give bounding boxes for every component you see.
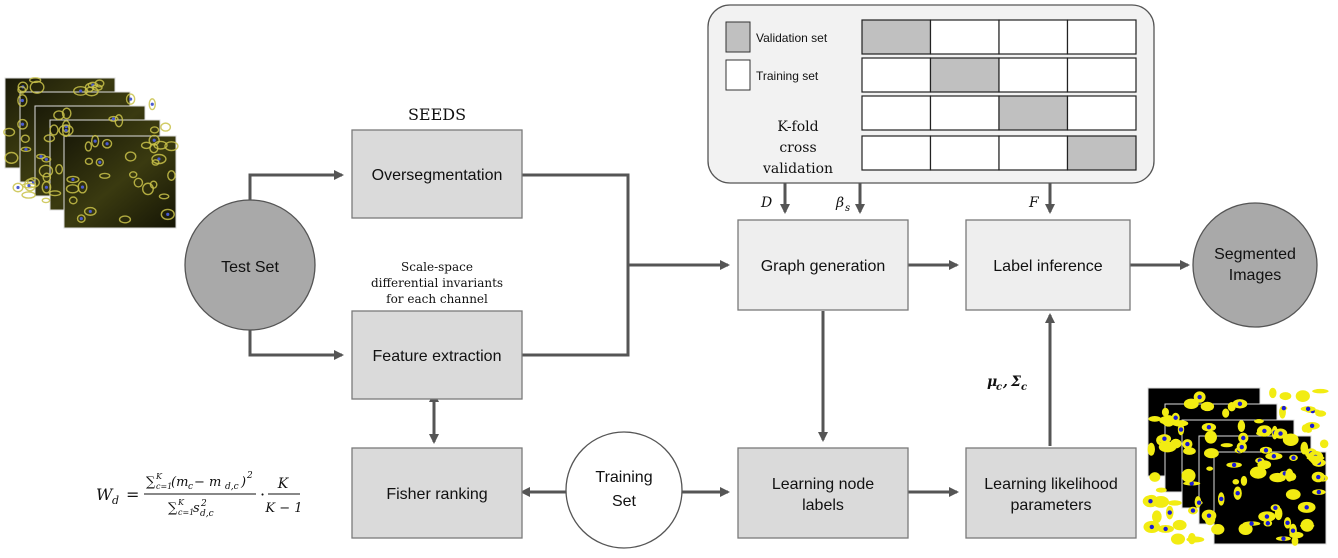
fold-cell-training	[861, 57, 932, 93]
svg-text:s: s	[193, 501, 200, 516]
svg-text:·: ·	[260, 485, 265, 504]
connectors	[248, 170, 1190, 497]
learning-node-labels-box: Learning node labels	[737, 447, 909, 539]
oversegmentation-label: Oversegmentation	[372, 167, 503, 184]
svg-text:c=1: c=1	[156, 482, 172, 491]
svg-text:=: =	[126, 485, 139, 504]
svg-text:(m: (m	[171, 475, 188, 490]
svg-text:s: s	[845, 203, 850, 214]
legend-training-label: Training set	[756, 69, 819, 83]
fold-cell-validation	[1066, 135, 1137, 171]
segmented-image-stack	[1142, 387, 1329, 546]
graph-generation-label: Graph generation	[761, 258, 886, 275]
scale-space-annotation-line2: differential invariants	[371, 276, 503, 290]
scale-space-annotation-line1: Scale-space	[401, 260, 473, 274]
fold-cell-training	[929, 135, 1000, 171]
svg-text:c: c	[996, 382, 1002, 393]
learning-likelihood-box: Learning likelihood parameters	[965, 447, 1137, 539]
svg-text:d,c: d,c	[200, 509, 214, 519]
edge-label-D: D	[760, 195, 772, 211]
svg-text:c: c	[1021, 382, 1027, 393]
edge-label-mu-sigma: μ c , Σ c	[987, 374, 1027, 393]
graph-generation-box: Graph generation	[737, 219, 909, 311]
input-image-stack	[3, 77, 179, 229]
fold-cell-training	[861, 135, 932, 171]
svg-text:K − 1: K − 1	[264, 501, 302, 516]
svg-text:d,c: d,c	[225, 482, 239, 492]
fisher-ranking-box: Fisher ranking	[351, 447, 523, 539]
svg-text:2: 2	[246, 471, 253, 481]
svg-text:∑: ∑	[146, 475, 156, 490]
legend-validation-swatch	[725, 21, 751, 53]
fold-cell-training	[1066, 19, 1137, 55]
fold-cell-training	[861, 95, 932, 131]
svg-text:K: K	[155, 472, 163, 481]
fold-cell-validation	[929, 57, 1000, 93]
test-set-node: Test Set	[184, 199, 316, 331]
svg-text:W: W	[96, 485, 114, 504]
svg-text:2: 2	[200, 499, 207, 509]
seeds-annotation: SEEDS	[408, 105, 466, 124]
fold-cell-training	[929, 19, 1000, 55]
feature-extraction-label: Feature extraction	[373, 348, 502, 365]
edge-label-beta: β s	[835, 195, 850, 214]
fold-cell-training	[1066, 95, 1137, 131]
kfold-title-line3: validation	[762, 161, 833, 177]
learning-node-labels-line1: Learning node	[772, 476, 874, 493]
fisher-formula: W d = ∑ c=1 K (m c − m d,c ) 2 ∑ c=1 K s…	[96, 471, 303, 519]
svg-text:K: K	[177, 498, 185, 507]
kfold-title-line1: K-fold	[777, 119, 818, 135]
segmented-images-node: Segmented Images	[1192, 202, 1318, 328]
fold-cell-training	[998, 57, 1069, 93]
svg-text:− m: − m	[194, 475, 221, 490]
fold-cell-training	[998, 19, 1069, 55]
fold-cell-training	[929, 95, 1000, 131]
legend-validation-label: Validation set	[756, 31, 828, 45]
kfold-panel: Validation set Training set K-fold cross…	[707, 4, 1155, 184]
svg-text:K: K	[277, 476, 290, 492]
svg-text:c: c	[188, 482, 193, 492]
fold-cell-training	[998, 135, 1069, 171]
training-set-label-line2: Set	[612, 493, 637, 510]
segmented-images-label-line1: Segmented	[1214, 246, 1296, 263]
fold-cell-validation	[861, 19, 932, 55]
legend-training-swatch	[725, 59, 751, 91]
fold-cell-training	[1066, 57, 1137, 93]
svg-text:): )	[240, 475, 246, 490]
training-set-node: Training Set	[565, 431, 683, 549]
svg-text:∑: ∑	[168, 501, 178, 516]
svg-text:,: ,	[1002, 374, 1008, 390]
test-set-label: Test Set	[221, 259, 279, 276]
fold-cell-validation	[998, 95, 1069, 131]
learning-node-labels-line2: labels	[802, 497, 844, 514]
kfold-title-line2: cross	[779, 140, 816, 156]
label-inference-label: Label inference	[993, 258, 1103, 275]
edge-label-F: F	[1028, 195, 1040, 211]
oversegmentation-box: Oversegmentation	[351, 129, 523, 219]
svg-text:Σ: Σ	[1010, 374, 1021, 390]
svg-text:c=1: c=1	[178, 508, 194, 517]
learning-likelihood-line2: parameters	[1011, 497, 1092, 514]
svg-text:d: d	[112, 494, 119, 507]
svg-text:μ: μ	[987, 374, 997, 390]
training-set-label-line1: Training	[595, 469, 652, 486]
scale-space-annotation-line3: for each channel	[386, 292, 488, 306]
learning-likelihood-line1: Learning likelihood	[984, 476, 1117, 493]
feature-extraction-box: Feature extraction	[351, 310, 523, 400]
fisher-ranking-label: Fisher ranking	[386, 486, 487, 503]
label-inference-box: Label inference	[965, 219, 1131, 311]
svg-text:β: β	[835, 195, 844, 211]
segmented-images-label-line2: Images	[1229, 267, 1281, 284]
kfold-rows	[861, 19, 1137, 171]
